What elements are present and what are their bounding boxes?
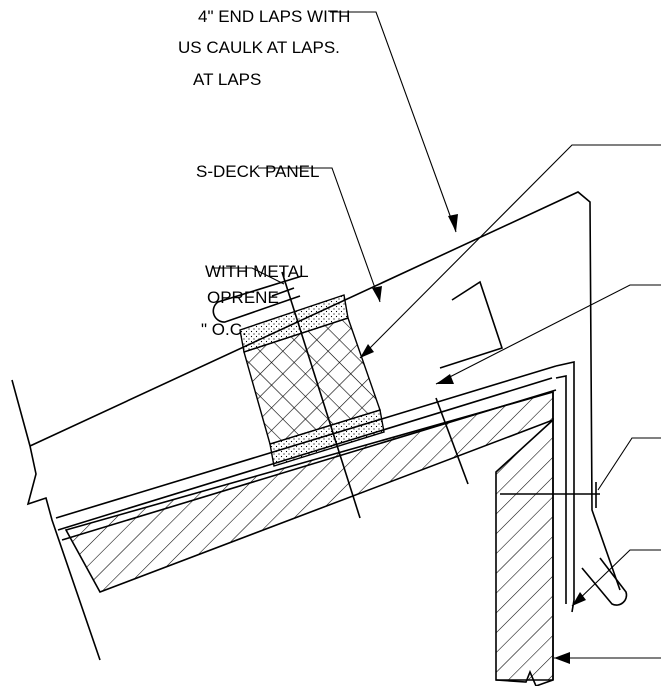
note-end-laps: 4" END LAPS WITH [198,7,350,26]
leader-wall-fastener [597,437,661,491]
drip-hook [581,557,628,606]
bottom-bearing-layer [269,409,385,467]
fastener [281,271,361,519]
fastener-head [271,287,295,297]
leader-deck-panel [258,167,382,303]
panel-rib-outline [439,280,504,369]
underlayment-line-1 [61,389,557,541]
note-caulk-laps: US CAULK AT LAPS. [178,38,340,57]
note-spacing-oc: " O.C. [201,320,247,339]
note-at-laps: AT LAPS [193,70,261,89]
leader-drip [571,549,661,607]
hatched-wall [495,418,554,681]
edge-flashing-inner [555,375,567,604]
break-line-bottom [495,669,554,686]
leader-fastener [212,267,285,285]
edge-flashing [555,361,575,613]
leader-insulation [359,144,661,359]
note-deck-panel: S-DECK PANEL [196,162,319,181]
deck-support-line [435,397,469,485]
note-neoprene: OPRENE [207,288,279,307]
leader-end-laps [330,11,458,233]
panel-top-outline [29,191,621,591]
break-line-left [11,379,101,661]
leader-wall [554,652,661,664]
lap-hook [212,275,303,323]
leader-rib [435,284,661,385]
